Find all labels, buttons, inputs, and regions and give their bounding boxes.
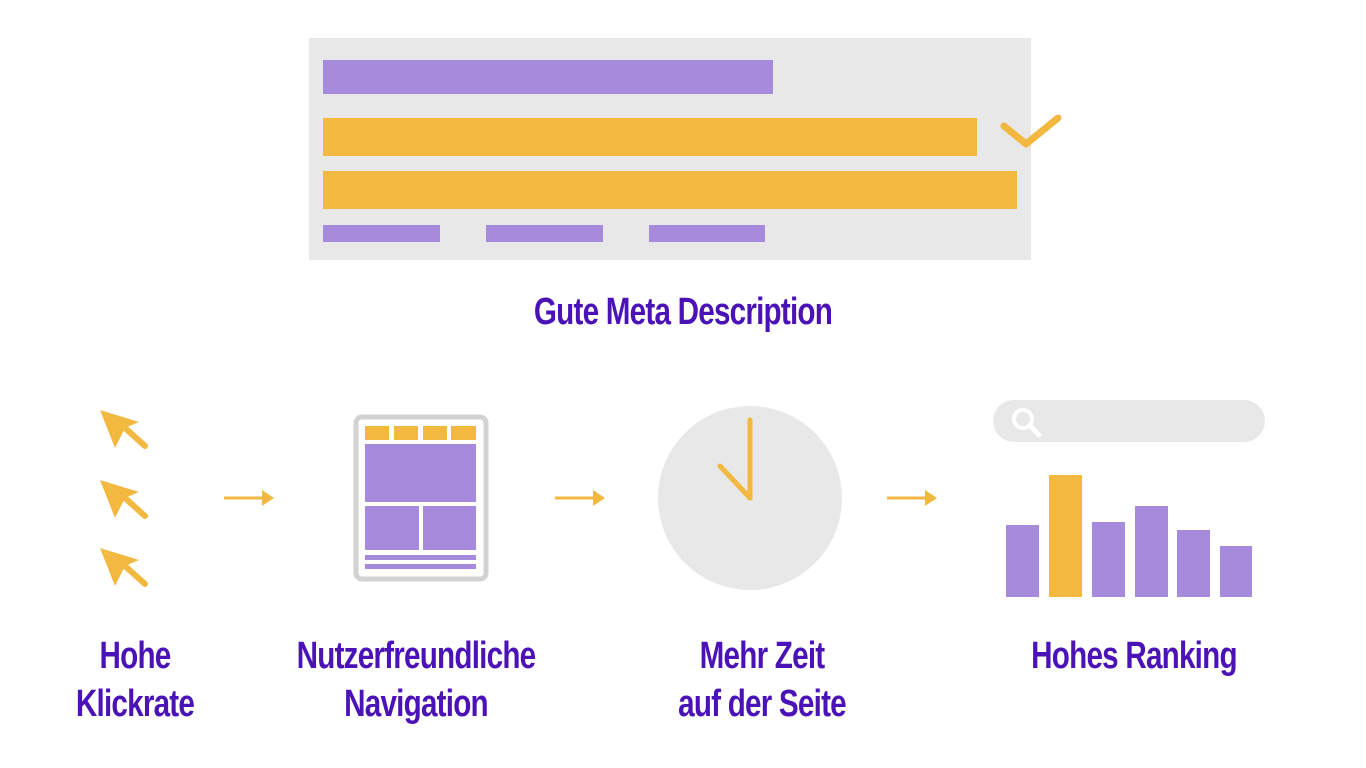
flow-arrow-3 [887, 490, 937, 506]
step-label-line: Hohe [99, 635, 172, 677]
step-label-ranking: Hohes Ranking [978, 632, 1290, 680]
ranking-bar-2 [1049, 475, 1082, 597]
ranking-bar-6 [1220, 546, 1252, 597]
step-label-line: Mehr Zeit [699, 635, 826, 677]
checkmark-icon [1000, 114, 1062, 148]
flow-arrow-1 [224, 490, 274, 506]
cursor-icon-1 [100, 410, 148, 449]
step-label-zeit: Mehr Zeit auf der Seite [645, 632, 879, 728]
main-title: Gute Meta Description [533, 291, 833, 333]
ranking-chart-icon [1006, 475, 1252, 597]
cursor-icon-3 [100, 548, 148, 587]
ranking-bar-1 [1006, 525, 1039, 597]
snippet-title-bar [323, 60, 773, 94]
snippet-link-bar-2 [486, 225, 603, 242]
snippet-description-bar-1 [323, 118, 977, 156]
cursor-icon-2 [100, 480, 148, 519]
search-result-snippet [309, 38, 1031, 260]
step-label-line: Navigation [344, 683, 488, 725]
step-label-navigation: Nutzerfreundliche Navigation [276, 632, 557, 728]
search-icon [1012, 408, 1042, 438]
snippet-description-bar-2 [323, 171, 1017, 209]
snippet-link-bar-1 [323, 225, 440, 242]
ranking-bar-5 [1177, 530, 1210, 597]
step-label-line: Hohes Ranking [1031, 635, 1237, 677]
cursor-arrows-icon [100, 410, 148, 587]
step-label-line: Klickrate [75, 683, 195, 725]
step-label-line: auf der Seite [678, 683, 847, 725]
ranking-bar-3 [1092, 522, 1125, 597]
ranking-bar-4 [1135, 506, 1168, 597]
snippet-link-bar-3 [649, 225, 765, 242]
flow-arrow-2 [555, 490, 605, 506]
clock-icon [658, 406, 842, 590]
step-label-line: Nutzerfreundliche [296, 635, 536, 677]
website-layout-icon [353, 414, 489, 582]
step-label-klickrate: Hohe Klickrate [38, 632, 233, 728]
